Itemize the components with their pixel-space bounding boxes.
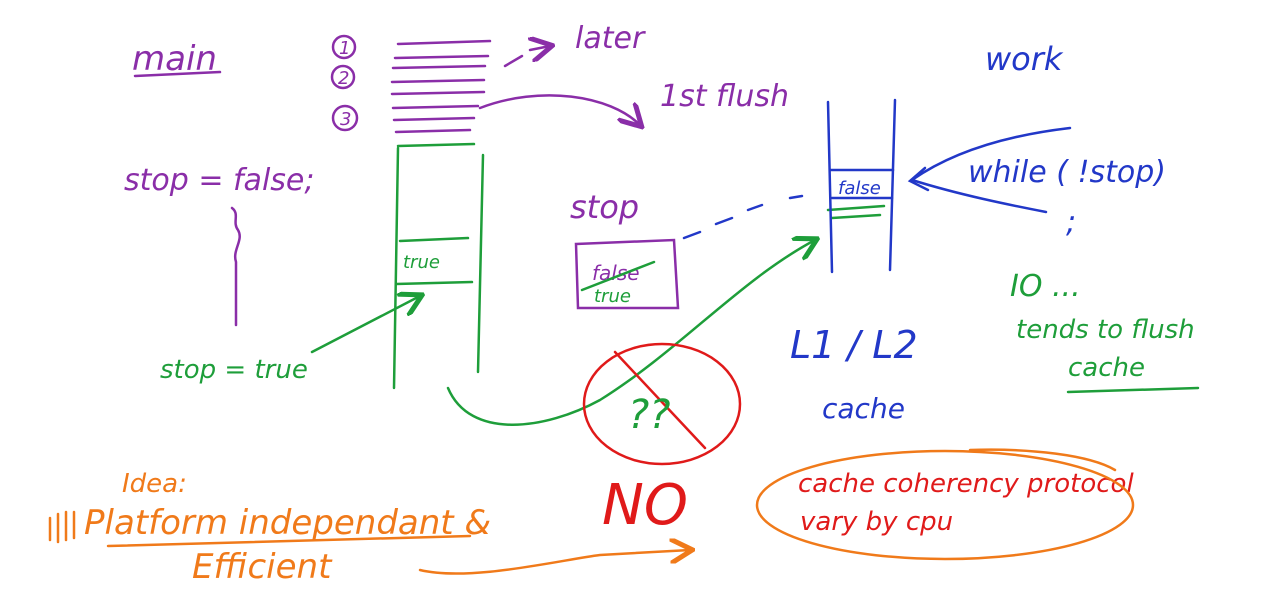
idea-underline — [106, 534, 472, 548]
main-stack-top — [396, 142, 476, 148]
shared-memory-old-value: false — [592, 261, 640, 285]
main-stack-cell-top — [398, 236, 470, 243]
flush-note: 1st flush — [660, 79, 789, 114]
instruction-line — [393, 54, 490, 60]
red-annotations: ?? NO cache coherency protocol vary by c… — [582, 342, 1134, 538]
cache-column-right — [888, 98, 897, 272]
shared-memory-to-cache-dash — [682, 194, 804, 240]
cache-label: cache — [822, 392, 905, 425]
step-3-label: 3 — [340, 109, 351, 130]
step-2-circle — [330, 64, 356, 90]
step-2-label: 2 — [338, 68, 349, 89]
idea-label: Idea: — [122, 469, 187, 499]
instruction-line — [392, 116, 476, 122]
instruction-line — [390, 90, 486, 96]
first-flush-arrow — [478, 94, 640, 125]
step-1-circle — [331, 34, 357, 60]
instruction-line — [394, 128, 472, 134]
shared-memory-box — [574, 238, 680, 310]
shared-memory-new-value: true — [594, 286, 631, 307]
elapsed-time-squiggle — [230, 206, 241, 327]
cache-value-underline — [826, 204, 886, 212]
verdict: NO — [602, 473, 688, 538]
main-thread-group: main 1 2 3 later 1st flush stop = false;… — [124, 21, 804, 327]
propagation-arrow — [446, 240, 815, 426]
loop-read-arrowhead — [907, 166, 930, 192]
loop-semicolon: ; — [1066, 205, 1076, 240]
instruction-line — [396, 39, 492, 46]
io-note-underline — [1066, 386, 1200, 394]
old-value-strike — [580, 260, 656, 292]
coherence-note-line1: cache coherency protocol — [798, 469, 1134, 499]
io-note-line2: tends to flush — [1016, 315, 1195, 345]
loop-statement: while ( !stop) — [968, 155, 1166, 190]
idea-arrow — [418, 550, 690, 575]
uncertain-slash — [613, 350, 707, 450]
io-note-line3: cache — [1068, 353, 1145, 383]
worker-title: work — [985, 40, 1064, 78]
uncertain-mark: ?? — [628, 392, 670, 438]
later-arrow — [503, 46, 550, 66]
worker-thread-group: work false while ( !stop) ; L1 / L2 cach… — [790, 40, 1166, 425]
main-stack-right — [476, 153, 485, 374]
idea-margin-mark — [48, 510, 76, 544]
main-title-underline — [133, 70, 222, 78]
cache-column-left — [826, 100, 834, 274]
cache-value-underline — [830, 213, 882, 220]
cache-levels-label: L1 / L2 — [790, 323, 918, 367]
uncertain-circle — [582, 342, 742, 466]
main-stack-value: true — [403, 252, 440, 273]
coherence-circle-tail — [968, 448, 1117, 472]
orange-annotations: Idea: Platform independant & Efficient — [48, 448, 1135, 587]
idea-line2: Efficient — [192, 547, 333, 587]
main-stack-cell-bottom — [394, 280, 474, 286]
instruction-line — [391, 104, 480, 110]
later-note: later — [575, 21, 646, 56]
instruction-line — [391, 64, 487, 70]
loop-read-arrow — [910, 126, 1072, 214]
step-3-circle — [331, 104, 359, 132]
io-note-line1: IO ... — [1010, 269, 1081, 304]
instruction-line — [390, 78, 486, 84]
main-stack-left — [392, 146, 400, 390]
coherence-circle — [755, 449, 1135, 561]
worker-cached-value: false — [838, 178, 881, 199]
shared-memory-label: stop — [570, 188, 639, 226]
step-1-label: 1 — [339, 38, 350, 59]
coherence-note-line2: vary by cpu — [800, 507, 953, 537]
set-arrow — [310, 296, 420, 354]
init-statement: stop = false; — [124, 163, 314, 198]
green-annotations: true stop = true false true IO ... tends… — [160, 142, 1200, 426]
set-statement: stop = true — [160, 355, 308, 385]
